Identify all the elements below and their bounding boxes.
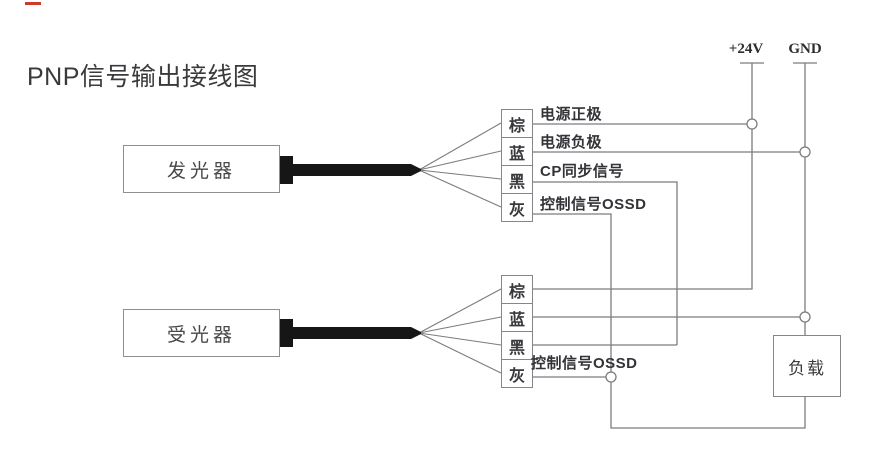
receiver-wire-gray-cell: 灰 [502,359,532,387]
receiver-cable [279,319,421,347]
load-label: 负载 [788,358,826,378]
emitter-wire-black-cell: 黑 [502,165,532,193]
junction-24v-emitter-brown [746,118,758,130]
junction-gnd-receiver-blue [799,311,811,323]
receiver-box: 受光器 [123,309,280,357]
emitter-cable-fanout [418,122,502,208]
terminal-label-24v: +24V [728,41,764,57]
emitter-cable [279,156,421,184]
function-label-power-positive: 电源正极 [540,106,603,123]
emitter-box: 发光器 [123,145,280,193]
receiver-wire-black-cell: 黑 [502,331,532,359]
function-label-ossd-emitter: 控制信号OSSD [540,196,647,213]
emitter-wire-gray-cell: 灰 [502,193,532,221]
terminal-label-gnd: GND [788,41,822,57]
red-marker [25,2,41,5]
receiver-wire-brown-cell: 棕 [508,283,525,301]
junction-ossd-receiver-gray [605,371,617,383]
wire-emitter-gray-ossd [533,213,806,429]
junction-gnd-emitter-blue [799,146,811,158]
emitter-wire-blue-cell: 蓝 [502,137,532,165]
diagram-title: PNP信号输出接线图 [27,63,259,91]
emitter-label: 发光器 [166,160,236,182]
receiver-wire-color-grid: 棕 蓝 黑 灰 [501,275,533,388]
receiver-cable-fanout [418,288,502,374]
wire-emitter-black-cp [533,181,678,345]
receiver-wire-blue-cell: 蓝 [502,303,532,331]
emitter-wire-brown-cell: 棕 [508,117,525,135]
function-label-cp-sync: CP同步信号 [540,163,624,180]
receiver-label: 受光器 [166,324,236,346]
wire-receiver-brown-to-24v [533,63,753,290]
function-label-ossd-receiver: 控制信号OSSD [531,355,638,372]
function-label-power-negative: 电源负极 [540,134,603,151]
emitter-wire-color-grid: 棕 蓝 黑 灰 [501,109,533,222]
load-box: 负载 [773,335,841,397]
